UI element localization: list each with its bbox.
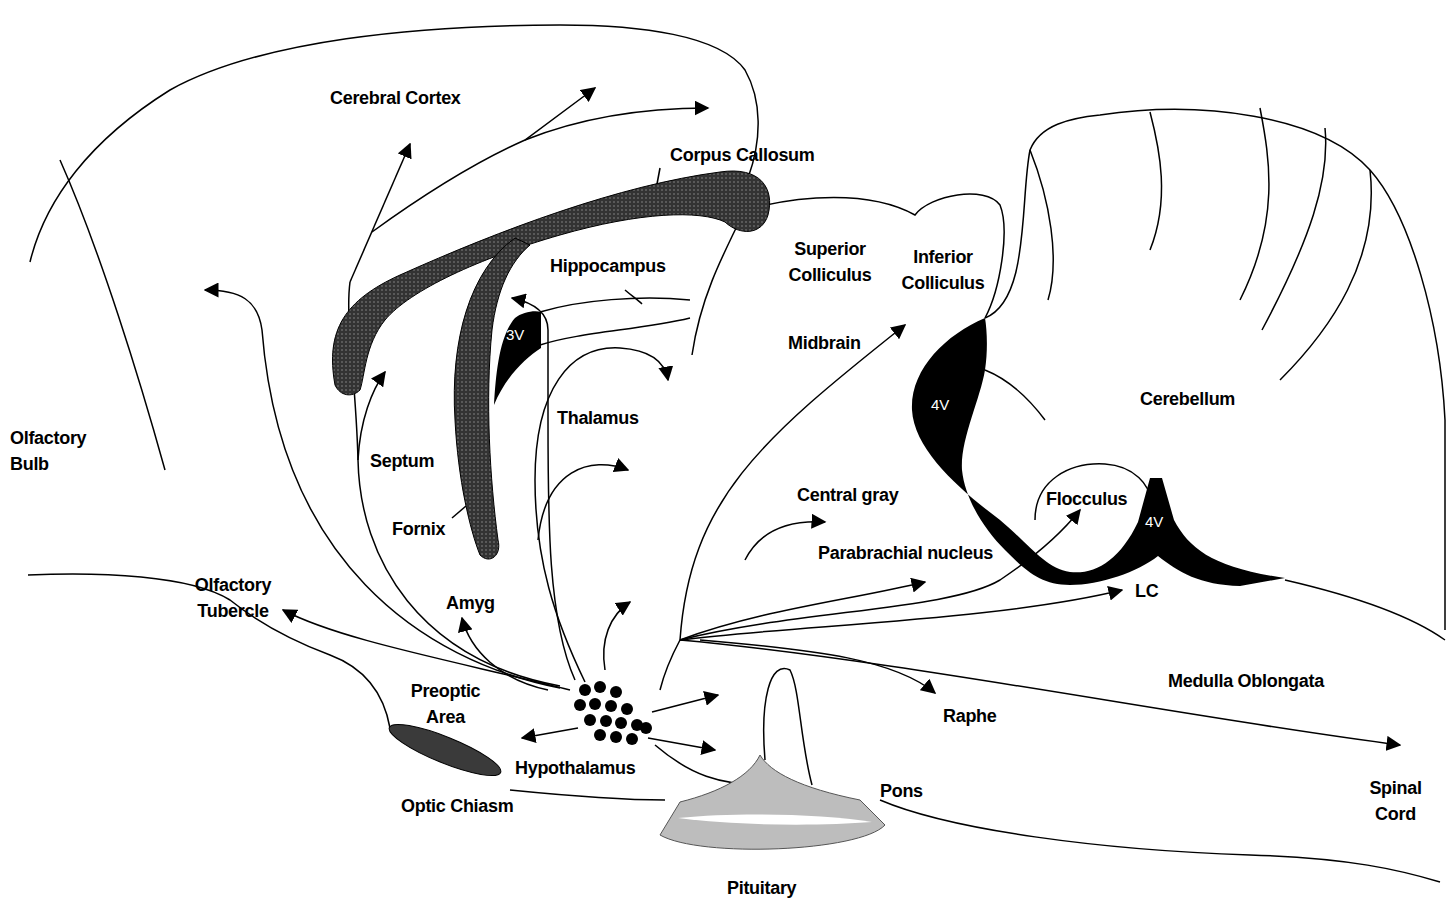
- projection-arrow-part: [535, 348, 668, 682]
- ventricle-label: 4V: [1145, 513, 1163, 530]
- brain-outline-part: [745, 194, 1004, 318]
- region-label: Raphe: [943, 703, 997, 729]
- brain-outline-part: [625, 290, 642, 304]
- region-label: Pons: [880, 778, 923, 804]
- projection-arrow-part: [680, 640, 1400, 745]
- corpus-callosum-shape: [333, 171, 770, 395]
- orexin-neuron-dot-part: [605, 700, 617, 712]
- region-label: Midbrain: [788, 330, 861, 356]
- region-label: Pituitary: [727, 875, 796, 901]
- brain-outline-part: [1280, 170, 1371, 380]
- region-label: Medulla Oblongata: [1168, 668, 1324, 694]
- brain-outline-part: [985, 110, 1445, 630]
- brain-outline-part: [540, 298, 690, 312]
- region-label: Olfactory Tubercle: [183, 572, 283, 624]
- brain-outline-part: [1262, 128, 1326, 330]
- projection-arrow-part: [604, 602, 630, 670]
- ventricle-shape-part: [494, 311, 541, 405]
- region-label: Corpus Callosum: [670, 142, 815, 168]
- projection-arrow-part: [349, 282, 560, 686]
- region-label: Hippocampus: [550, 253, 666, 279]
- orexin-neuron-dot: [574, 681, 652, 745]
- orexin-neuron-dot-part: [626, 733, 638, 745]
- region-label: Fornix: [392, 516, 445, 542]
- projection-arrow-part: [745, 522, 825, 560]
- region-label: Optic Chiasm: [401, 793, 513, 819]
- orexin-neuron-dot-part: [579, 684, 591, 696]
- brain-outline-part: [880, 800, 1440, 882]
- brain-outline: [28, 25, 1445, 882]
- projection-arrow: [205, 88, 1400, 785]
- brain-outline-part: [692, 210, 745, 355]
- brain-outline-part: [1240, 108, 1269, 300]
- orexin-neuron-dot-part: [594, 729, 606, 741]
- brain-outline-part: [510, 790, 665, 800]
- region-label: Thalamus: [557, 405, 639, 431]
- brain-outline-part: [60, 160, 165, 470]
- projection-arrow-part: [680, 510, 1080, 640]
- projection-arrow-part: [525, 108, 708, 140]
- brain-outline-part: [28, 574, 390, 728]
- region-label: Cerebellum: [1140, 386, 1235, 412]
- projection-arrow-part: [680, 590, 1122, 640]
- region-label: Preoptic Area: [398, 678, 493, 730]
- projection-arrow-part: [652, 695, 718, 712]
- ventricle-shape: [494, 311, 1285, 586]
- brain-outline-part: [1035, 464, 1150, 520]
- orexin-neuron-dot-part: [594, 681, 606, 693]
- ventricle-label: 3V: [506, 326, 524, 343]
- orexin-neuron-dot-part: [640, 722, 652, 734]
- leader-line-part: [452, 506, 466, 518]
- region-label: Septum: [370, 448, 434, 474]
- fornix-shape-part: [454, 238, 530, 559]
- region-label: Cerebral Cortex: [330, 85, 461, 111]
- region-label: Spinal Cord: [1358, 775, 1433, 827]
- pituitary-shape-part: [660, 755, 885, 849]
- orexin-neuron-dot-part: [615, 717, 627, 729]
- region-label: Hypothalamus: [515, 755, 635, 781]
- orexin-neuron-dot-part: [584, 714, 596, 726]
- projection-arrow-part: [538, 465, 628, 540]
- region-label: Amyg: [446, 590, 495, 616]
- brain-outline-part: [1285, 580, 1445, 640]
- projection-arrow-part: [700, 640, 935, 693]
- projection-arrow-part: [205, 290, 560, 688]
- brain-outline-part: [540, 318, 690, 345]
- region-label: Inferior Colliculus: [893, 244, 993, 296]
- projection-arrow-part: [358, 372, 385, 460]
- orexin-neuron-dot-part: [621, 703, 633, 715]
- brain-outline-part: [1030, 150, 1053, 300]
- region-label: Central gray: [797, 482, 898, 508]
- orexin-neuron-dot-part: [610, 686, 622, 698]
- projection-arrow-part: [350, 144, 410, 282]
- ventricle-label: 4V: [931, 396, 949, 413]
- brain-outline-part: [30, 25, 758, 262]
- region-label: Olfactory Bulb: [10, 425, 110, 477]
- orexin-neuron-dot-part: [574, 699, 586, 711]
- region-label: Superior Colliculus: [780, 236, 880, 288]
- orexin-neuron-dot-part: [589, 698, 601, 710]
- projection-arrow-part: [462, 618, 548, 690]
- region-label: LC: [1135, 578, 1158, 604]
- pituitary-shape-part: [678, 815, 872, 825]
- region-label: Flocculus: [1046, 486, 1127, 512]
- projection-arrow-part: [660, 640, 680, 690]
- region-label: Parabrachial nucleus: [818, 540, 993, 566]
- brain-outline-part: [1150, 112, 1162, 250]
- fornix-shape: [454, 238, 530, 559]
- corpus-callosum-shape-part: [333, 171, 770, 395]
- projection-arrow-part: [522, 728, 578, 738]
- pituitary-shape: [660, 755, 885, 849]
- orexin-neuron-dot-part: [600, 715, 612, 727]
- brain-outline-part: [985, 370, 1045, 420]
- orexin-neuron-dot-part: [610, 731, 622, 743]
